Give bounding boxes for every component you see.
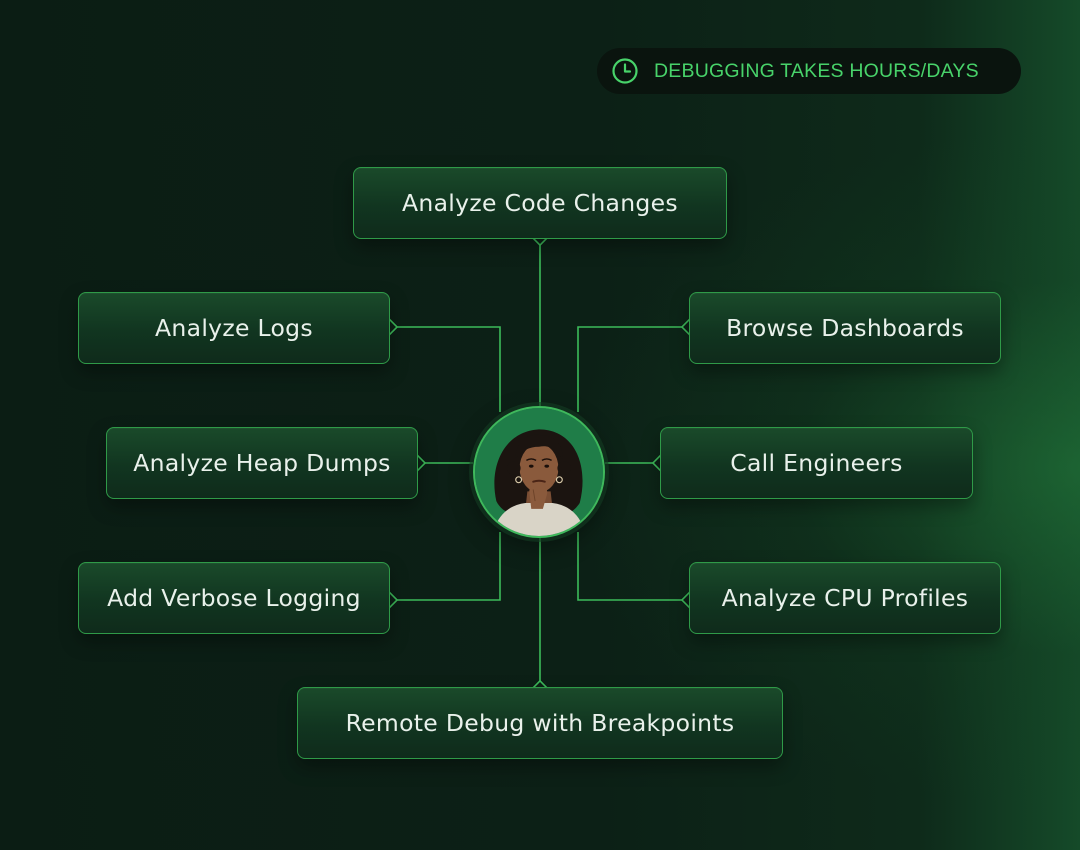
node-analyze-heap-dumps[interactable]: Analyze Heap Dumps [106,427,418,499]
node-label: Browse Dashboards [726,314,964,342]
badge-label: DEBUGGING TAKES HOURS/DAYS [654,59,979,82]
node-analyze-cpu-profiles[interactable]: Analyze CPU Profiles [689,562,1001,634]
node-analyze-code-changes[interactable]: Analyze Code Changes [353,167,727,239]
node-label: Analyze Heap Dumps [133,449,391,477]
thinking-person-avatar [473,406,605,538]
node-remote-debug[interactable]: Remote Debug with Breakpoints [297,687,783,759]
thinking-person-icon [475,408,603,536]
node-label: Call Engineers [730,449,903,477]
node-label: Add Verbose Logging [107,584,361,612]
connector-right-3 [577,532,689,601]
node-label: Analyze Code Changes [402,189,678,217]
clock-icon [612,58,638,84]
connector-right-1 [577,326,689,412]
node-analyze-logs[interactable]: Analyze Logs [78,292,390,364]
connector-left-3 [390,532,501,601]
node-label: Analyze CPU Profiles [721,584,969,612]
node-label: Remote Debug with Breakpoints [345,709,735,737]
node-browse-dashboards[interactable]: Browse Dashboards [689,292,1001,364]
node-call-engineers[interactable]: Call Engineers [660,427,973,499]
duration-badge: DEBUGGING TAKES HOURS/DAYS [597,48,1021,94]
connector-left-1 [390,326,501,412]
node-add-verbose-logging[interactable]: Add Verbose Logging [78,562,390,634]
node-label: Analyze Logs [155,314,313,342]
